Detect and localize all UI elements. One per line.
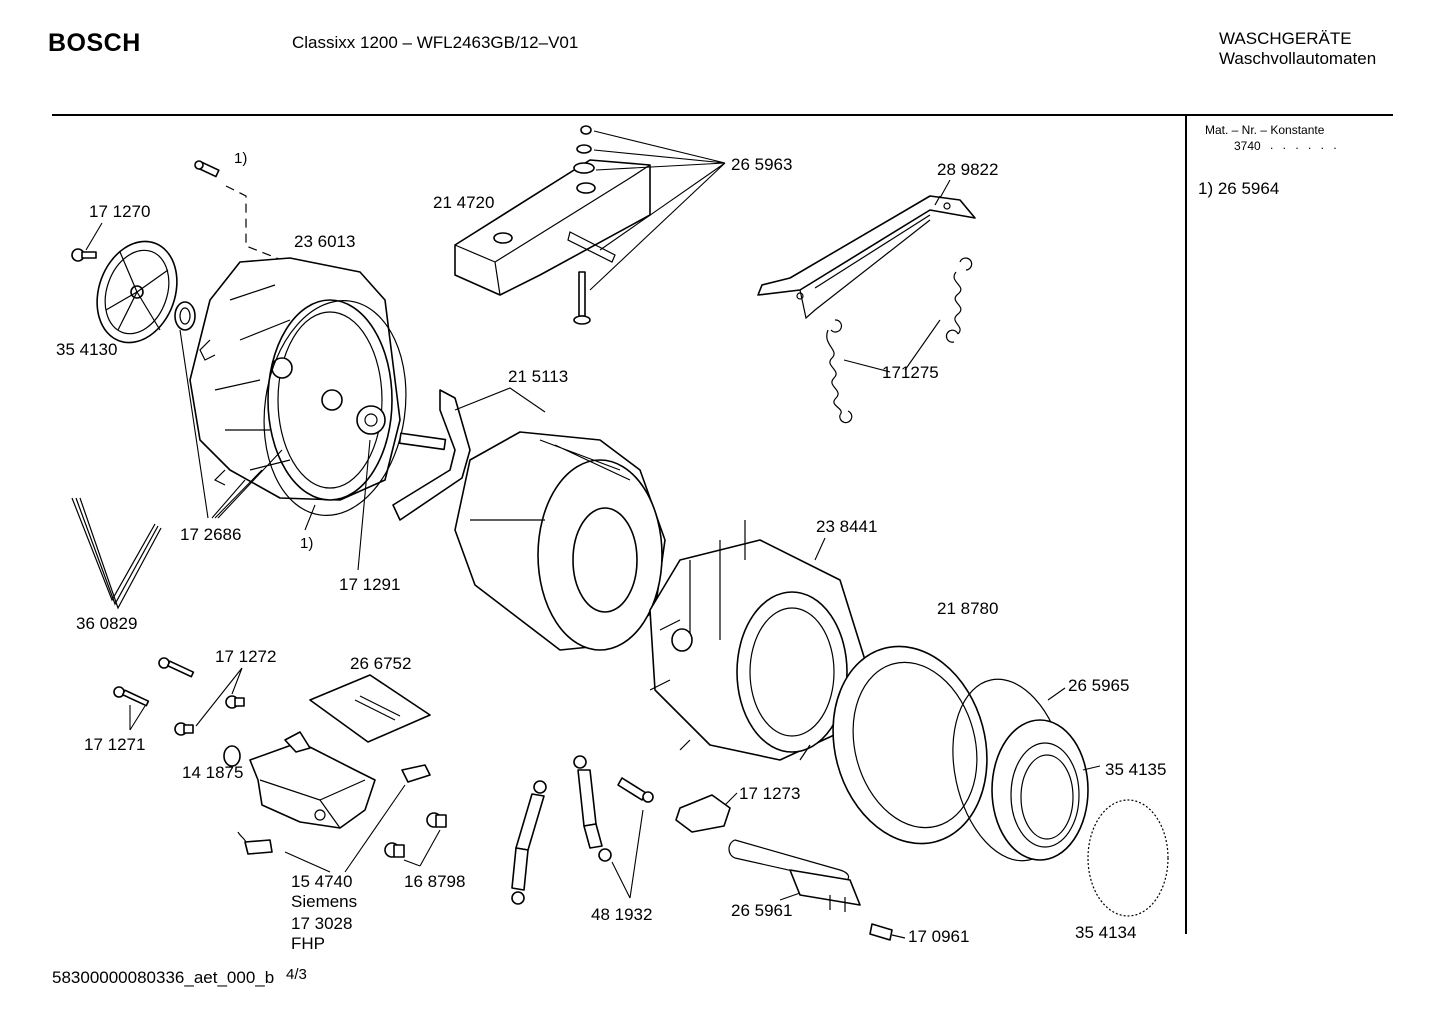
part-label-265963: 26 5963 xyxy=(731,155,793,174)
part-label-236013: 23 6013 xyxy=(294,232,356,251)
part-label-141875: 14 1875 xyxy=(182,763,244,782)
plug-a-part[interactable] xyxy=(225,695,245,709)
assembly-path-line xyxy=(225,185,293,265)
part-label-218780: 21 8780 xyxy=(937,599,999,618)
page-number: 4/3 xyxy=(286,966,307,983)
part-label-154740: 15 4740 xyxy=(291,872,353,891)
brand-logo: BOSCH xyxy=(48,29,141,57)
screw-top-part[interactable] xyxy=(194,160,220,178)
part-label-siemens: Siemens xyxy=(291,892,358,911)
footnote-ref-bottom: 1) xyxy=(300,535,314,552)
part-label-238441: 23 8441 xyxy=(816,517,878,536)
part-label-266752: 26 6752 xyxy=(350,654,412,673)
screw-a-part[interactable] xyxy=(113,686,150,707)
drum-part[interactable] xyxy=(454,431,666,651)
part-label-265961: 26 5961 xyxy=(731,901,793,920)
heater-element-part[interactable] xyxy=(728,839,861,912)
ntc-sensor-part[interactable] xyxy=(675,794,731,833)
counterweight-part[interactable] xyxy=(454,159,651,296)
material-number-dots: . . . . . . xyxy=(1270,138,1340,152)
material-number-code: 3740 xyxy=(1234,139,1261,153)
grommet-a-part[interactable] xyxy=(384,842,405,858)
category-line-1: WASCHGERÄTE xyxy=(1219,29,1352,48)
part-label-171291: 17 1291 xyxy=(339,575,401,594)
footnote-1: 1) 26 5964 xyxy=(1198,179,1280,198)
bearing-seal-part[interactable] xyxy=(174,301,196,331)
drive-belt-part[interactable] xyxy=(71,497,162,610)
drum-spider-part[interactable] xyxy=(392,389,471,521)
document-id: 58300000080336_aet_000_b xyxy=(52,968,275,987)
part-label-171273: 17 1273 xyxy=(739,784,801,803)
part-label-171270: 17 1270 xyxy=(89,202,151,221)
temperature-limiter-part[interactable] xyxy=(869,923,906,941)
part-label-173028: 17 3028 xyxy=(291,914,353,933)
documentation-pouch-part[interactable] xyxy=(309,674,431,743)
carbon-brush-right-part[interactable] xyxy=(401,764,431,783)
part-label-170961: 17 0961 xyxy=(908,927,970,946)
category-line-2: Waschvollautomaten xyxy=(1219,49,1377,68)
motor-part[interactable] xyxy=(223,731,376,829)
pulley-bolt-part[interactable] xyxy=(71,248,97,262)
rear-tub-part[interactable] xyxy=(189,257,401,501)
tub-brace-part[interactable] xyxy=(757,195,976,320)
part-label-214720: 21 4720 xyxy=(433,193,495,212)
part-label-171271: 17 1271 xyxy=(84,735,146,754)
part-label-265965: 26 5965 xyxy=(1068,676,1130,695)
part-label-215113: 21 5113 xyxy=(508,367,569,386)
footnote-ref-top: 1) xyxy=(234,150,248,167)
tub-spring-left-part[interactable] xyxy=(826,319,853,424)
bearing-part[interactable] xyxy=(356,405,386,435)
pulley-part[interactable] xyxy=(84,230,191,354)
part-label-fhp: FHP xyxy=(291,934,325,953)
grommet-b-part[interactable] xyxy=(426,812,447,828)
part-label-171275: 171275 xyxy=(882,363,939,382)
wire-clamp-ring-part[interactable] xyxy=(1087,799,1169,917)
side-panel-divider xyxy=(1185,116,1187,934)
header-divider xyxy=(52,114,1393,116)
shock-absorber-right-part[interactable] xyxy=(573,755,612,862)
plug-b-part[interactable] xyxy=(174,722,194,736)
front-tub-part[interactable] xyxy=(649,520,866,761)
part-label-171272: 17 1272 xyxy=(215,647,277,666)
model-title: Classixx 1200 – WFL2463GB/12–V01 xyxy=(292,33,579,52)
part-label-289822: 28 9822 xyxy=(937,160,999,179)
door-bellows-part[interactable] xyxy=(812,629,1009,861)
part-label-168798: 16 8798 xyxy=(404,872,466,891)
part-label-354134: 35 4134 xyxy=(1075,923,1137,942)
part-label-354135: 35 4135 xyxy=(1105,760,1167,779)
screw-b-part[interactable] xyxy=(158,657,195,678)
shock-absorber-pin-part[interactable] xyxy=(617,777,654,803)
material-number-label: Mat. – Nr. – Konstante xyxy=(1205,123,1325,137)
part-label-481932: 48 1932 xyxy=(591,905,653,924)
counterweight-bolt-part[interactable] xyxy=(573,271,591,325)
tub-spring-right-part[interactable] xyxy=(945,257,973,343)
part-label-360829: 36 0829 xyxy=(76,614,138,633)
shock-absorber-left-part[interactable] xyxy=(511,780,547,905)
part-label-172686: 17 2686 xyxy=(180,525,242,544)
counterweight-washers-part[interactable] xyxy=(573,125,595,174)
part-label-354130: 35 4130 xyxy=(56,340,118,359)
tub-gasket-ring-part[interactable] xyxy=(251,291,420,524)
carbon-brush-left-part[interactable] xyxy=(237,831,273,855)
door-seal-ring-part[interactable] xyxy=(991,719,1089,861)
